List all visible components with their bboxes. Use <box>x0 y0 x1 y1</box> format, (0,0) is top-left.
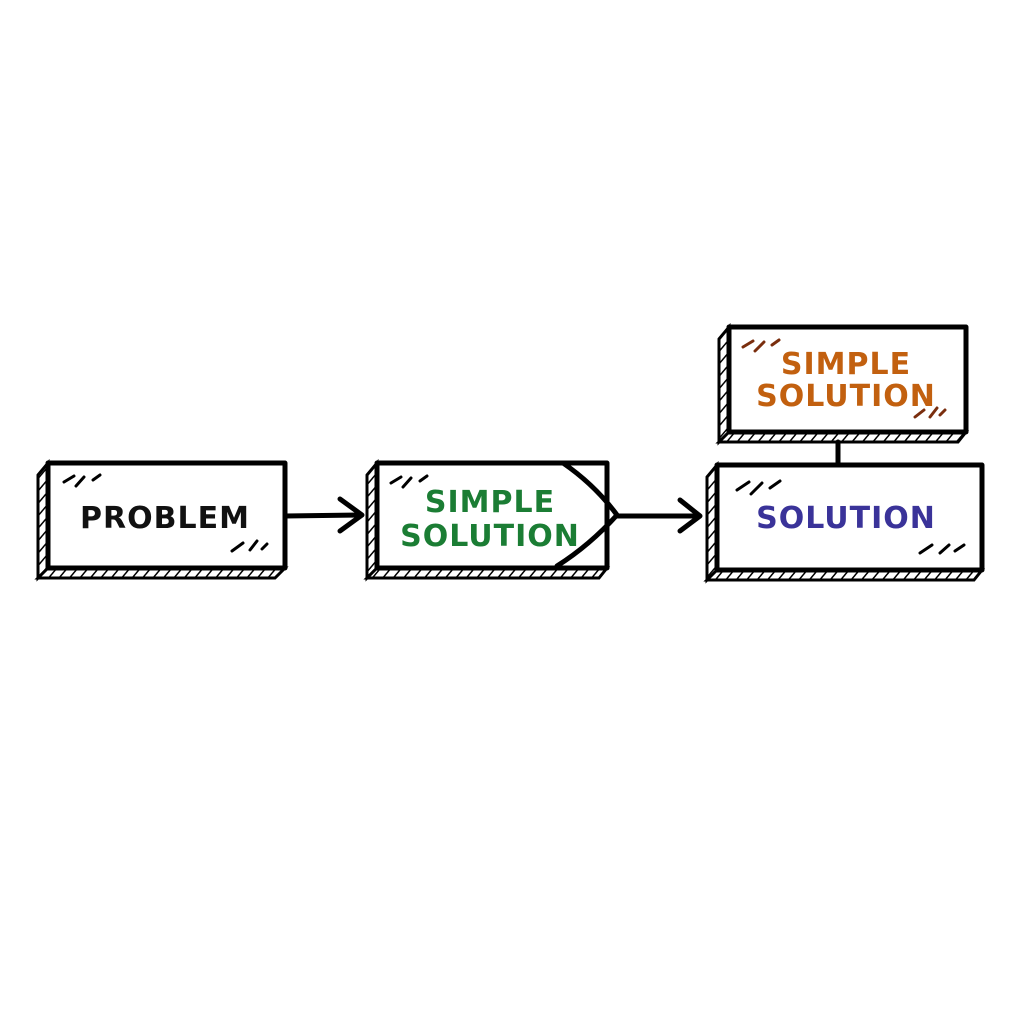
node-label: PROBLEM <box>80 501 250 536</box>
node-label-line1: SIMPLE <box>425 485 555 520</box>
node-problem[interactable]: PROBLEM <box>34 458 289 582</box>
node-label-line1: SIMPLE <box>781 347 911 382</box>
glass-reflection-icon <box>741 338 947 419</box>
node-solution[interactable]: SOLUTION <box>703 460 986 584</box>
node-label-line2: SOLUTION <box>756 379 936 414</box>
glass-reflection-icon <box>389 474 429 489</box>
node-simple-solution[interactable]: SIMPLE SOLUTION <box>363 458 620 582</box>
glass-reflection-icon <box>62 473 269 553</box>
node-label-line2: SOLUTION <box>400 519 580 554</box>
glass-reflection-icon <box>735 479 966 555</box>
arrow-problem-to-simple-solution <box>282 496 365 534</box>
arrow-simple-solution-to-solution <box>614 497 703 534</box>
node-simple-solution-top[interactable]: SIMPLE SOLUTION <box>715 322 970 446</box>
node-label: SOLUTION <box>756 501 936 536</box>
